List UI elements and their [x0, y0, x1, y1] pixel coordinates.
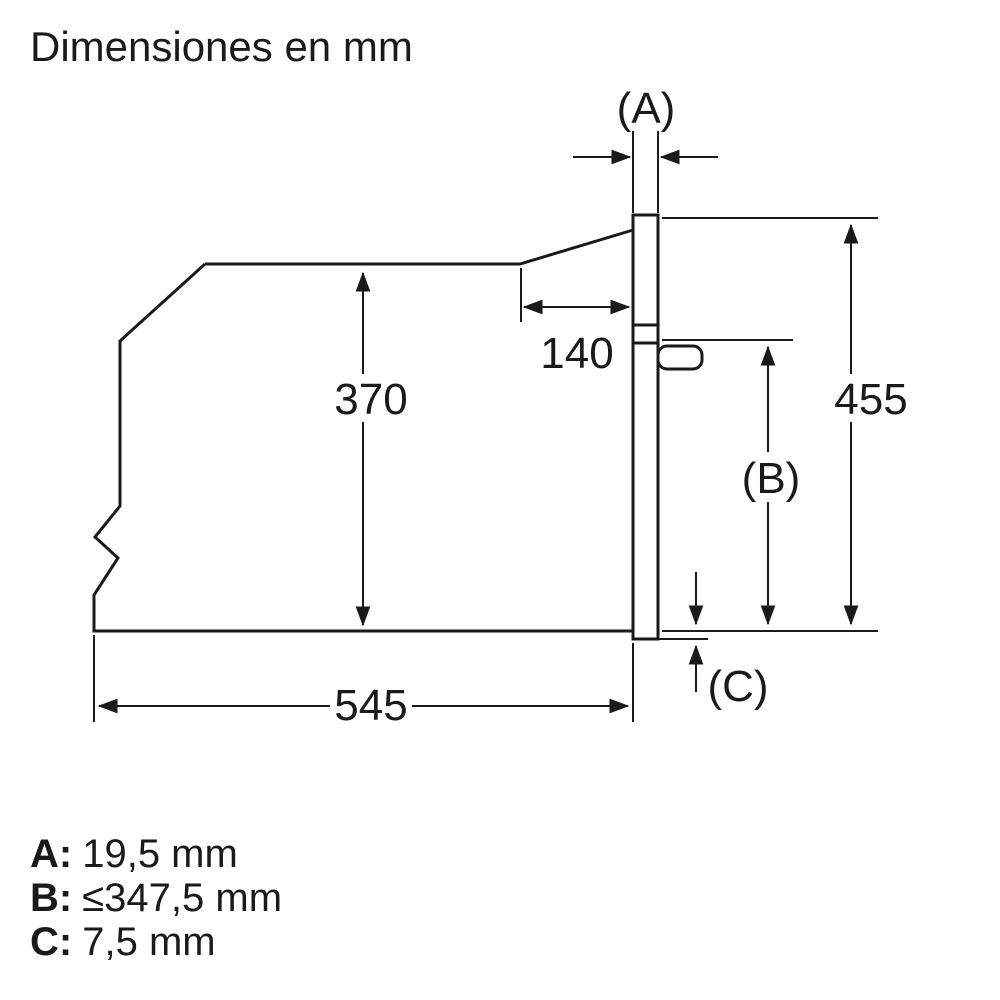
dim-b-label: (B): [742, 454, 801, 503]
legend-value-b: ≤347,5 mm: [82, 876, 283, 920]
dim-c-label: (C): [707, 662, 768, 711]
legend-value-a: 19,5 mm: [82, 832, 238, 876]
dim-455-label: 455: [834, 375, 907, 424]
legend-key-c: C:: [30, 920, 73, 964]
page-title: Dimensiones en mm: [30, 23, 413, 70]
door-handle: [656, 344, 704, 371]
body-top-edge: [205, 228, 634, 266]
legend-row-c: C:7,5 mm: [30, 920, 282, 964]
body-left-bottom-edge: [92, 262, 633, 633]
legend-key-b: B:: [30, 876, 73, 920]
dim-a-label: (A): [617, 84, 676, 133]
front-panel: [631, 213, 660, 641]
dimension-labels: (A) 140 370 455 (B) (C) 545: [334, 84, 907, 730]
legend-row-a: A:19,5 mm: [30, 832, 282, 876]
appliance-body: [92, 213, 704, 641]
legend-value-c: 7,5 mm: [82, 920, 216, 964]
dim-370-label: 370: [334, 375, 407, 424]
legend: A:19,5 mm B:≤347,5 mm C:7,5 mm: [30, 832, 282, 964]
legend-key-a: A:: [30, 832, 73, 876]
dim-545-label: 545: [334, 681, 407, 730]
dim-140-label: 140: [540, 329, 613, 378]
legend-row-b: B:≤347,5 mm: [30, 876, 282, 920]
dimension-lines: [93, 131, 878, 722]
